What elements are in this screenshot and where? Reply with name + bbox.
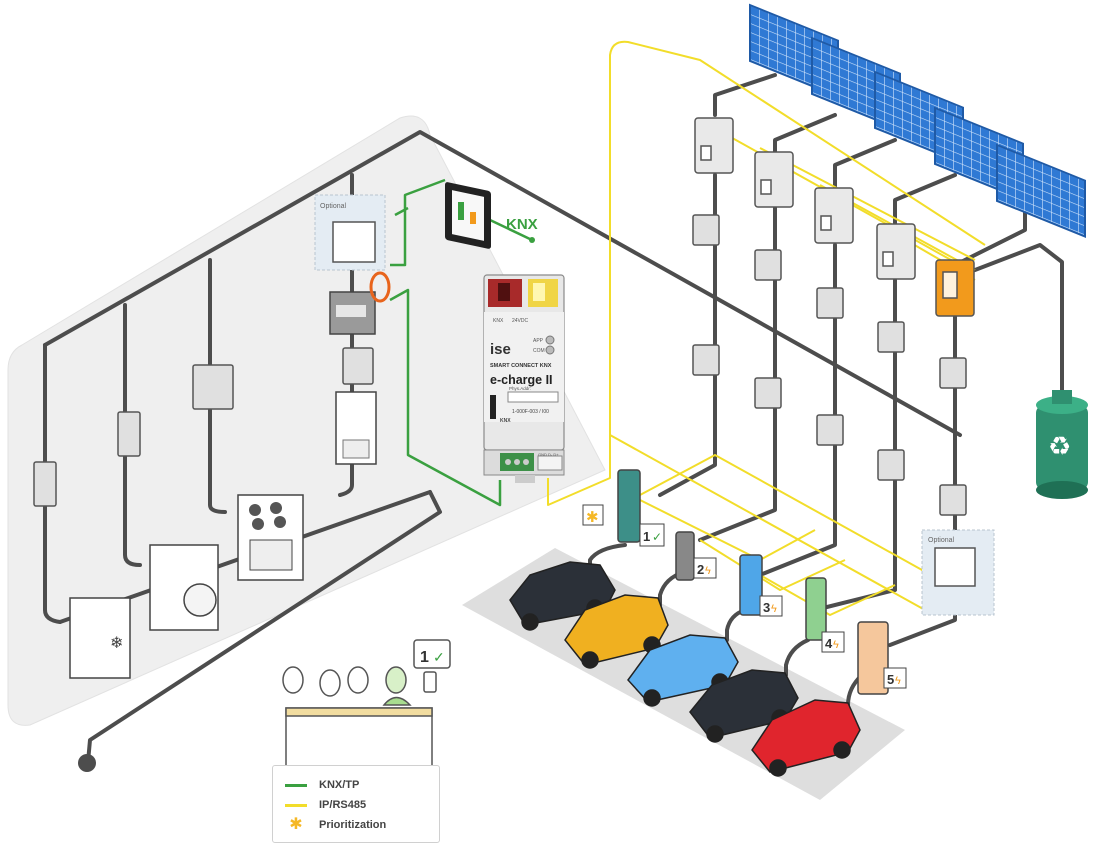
breaker xyxy=(692,214,720,246)
station-label-2: 2 xyxy=(697,562,704,577)
car xyxy=(564,594,669,669)
table xyxy=(285,707,433,771)
snowflake-icon: ❄ xyxy=(110,635,123,652)
device-name: e-charge II xyxy=(490,373,553,387)
inverters xyxy=(694,117,975,317)
breaker xyxy=(939,357,967,389)
power-cables xyxy=(43,73,1064,764)
check-icon: ✓ xyxy=(652,530,662,544)
bolt-icon: ϟ xyxy=(771,603,777,615)
battery: ♻ xyxy=(1036,390,1088,499)
device-terminal-label: GND D- D+ xyxy=(538,452,559,457)
knx-tp-swatch xyxy=(285,783,307,787)
breaker xyxy=(816,287,844,319)
device-app-label: APP xyxy=(533,338,544,344)
device-knx-label: KNX xyxy=(493,318,504,324)
device-brand: ise xyxy=(490,341,511,358)
ground-terminal xyxy=(78,754,96,772)
person xyxy=(347,666,369,694)
washing-machine xyxy=(149,544,219,631)
person xyxy=(385,666,407,694)
station-label-5: 5 xyxy=(887,672,894,687)
inverter xyxy=(694,117,734,174)
device-voltage-label: 24VDC xyxy=(512,318,529,324)
solar-panel xyxy=(996,143,1086,238)
solar-panels xyxy=(749,3,1086,238)
optional-label-house: Optional xyxy=(320,203,347,210)
person xyxy=(319,669,341,697)
inverter xyxy=(876,223,916,280)
knx-tp-lines xyxy=(389,178,533,507)
ip-rs485-swatch xyxy=(285,803,307,807)
breaker xyxy=(754,249,782,281)
charging-station xyxy=(739,554,763,616)
phone-label: 1 xyxy=(420,649,429,666)
bolt-icon: ϟ xyxy=(833,639,839,651)
charging-station xyxy=(617,469,641,543)
recycle-icon: ♻ xyxy=(1048,431,1071,461)
legend: KNX/TP IP/RS485 ✱ Prioritization xyxy=(272,765,440,843)
charging-station xyxy=(675,531,695,581)
breaker xyxy=(33,461,57,507)
check-icon: ✓ xyxy=(433,649,445,665)
device-product-line: SMART CONNECT KNX xyxy=(490,363,552,369)
device-com-label: COM xyxy=(533,348,545,354)
station-badges xyxy=(582,504,907,689)
inverter xyxy=(814,187,854,244)
device-phys-addr-label: Phys.Addr: xyxy=(509,386,531,391)
charging-station xyxy=(805,577,827,641)
legend-label: KNX/TP xyxy=(319,779,360,791)
circuit-breakers xyxy=(33,214,967,516)
car xyxy=(751,699,861,777)
breaker xyxy=(877,449,905,481)
hybrid-inverter xyxy=(935,259,975,317)
station-label-1: 1 xyxy=(643,529,650,544)
breaker xyxy=(192,364,234,410)
fridge xyxy=(69,597,131,679)
priority-star-icon: ✱ xyxy=(586,509,599,526)
phone xyxy=(423,671,437,693)
legend-item-prioritization: ✱ Prioritization xyxy=(285,816,386,834)
breaker xyxy=(342,347,374,385)
device-serial: 1-000F-003 / I00 xyxy=(512,409,549,415)
breaker xyxy=(877,321,905,353)
echarge-device xyxy=(483,274,565,483)
charging-stations xyxy=(617,469,889,695)
station-label-4: 4 xyxy=(825,636,833,651)
breaker xyxy=(692,344,720,376)
station-label-3: 3 xyxy=(763,600,770,615)
touch-panel xyxy=(445,182,491,249)
breaker xyxy=(117,411,141,457)
breaker xyxy=(939,484,967,516)
bolt-icon: ϟ xyxy=(895,675,901,687)
charging-station xyxy=(857,621,889,695)
house-devices: Optional ❄ xyxy=(69,194,391,679)
breaker xyxy=(816,414,844,446)
inverter xyxy=(754,151,794,208)
cars xyxy=(509,561,861,777)
star-icon: ✱ xyxy=(289,816,303,833)
knx-logo: KNX xyxy=(506,216,538,233)
device-knx-mark: KNX xyxy=(500,418,511,424)
legend-item-knx-tp: KNX/TP xyxy=(285,776,359,794)
breaker xyxy=(754,377,782,409)
current-clamp xyxy=(369,271,391,303)
legend-item-ip-rs485: IP/RS485 xyxy=(285,796,366,814)
person xyxy=(282,666,304,694)
optional-meter-chargers xyxy=(934,547,976,587)
bolt-icon: ϟ xyxy=(705,565,711,577)
optional-label-chargers: Optional xyxy=(928,537,955,544)
people xyxy=(282,639,451,771)
optional-meter xyxy=(332,221,376,263)
legend-label: Prioritization xyxy=(319,819,387,831)
legend-label: IP/RS485 xyxy=(319,799,367,811)
